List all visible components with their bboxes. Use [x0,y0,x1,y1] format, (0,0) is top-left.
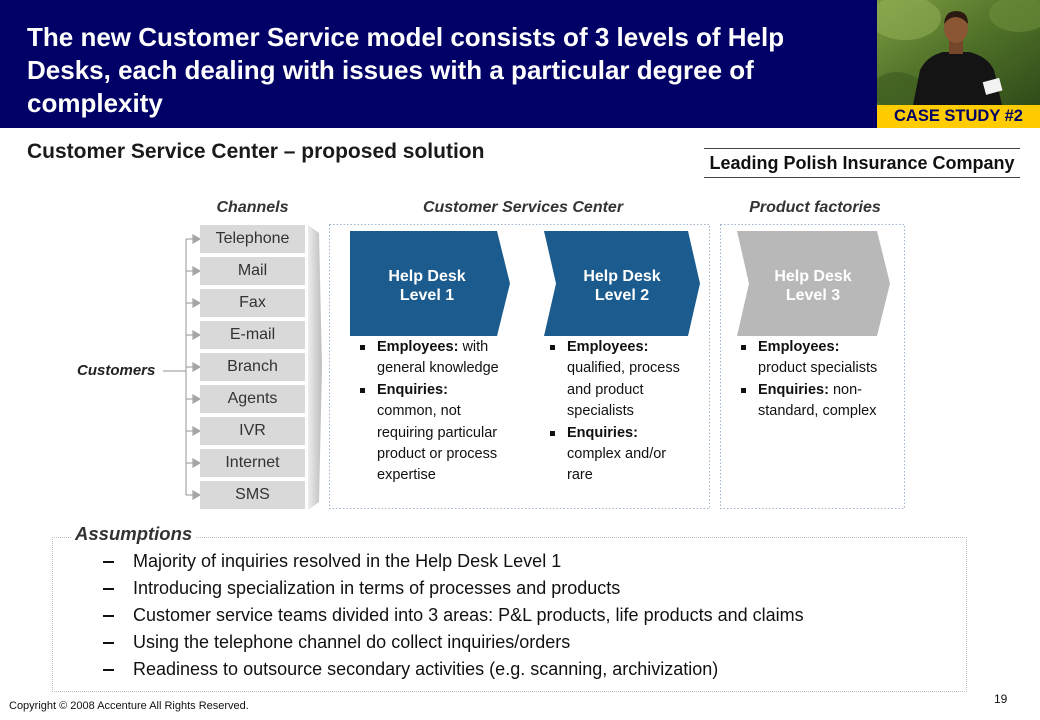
channel-arrow [186,361,202,373]
assumption-text: Readiness to outsource secondary activit… [133,659,719,679]
bullet-label: Enquiries: [567,424,638,441]
title-band: The new Customer Service model consists … [0,0,877,128]
assumption-text: Using the telephone channel do collect i… [133,632,571,652]
channel-mail: Mail [200,257,305,285]
help-desk-level-2: Help Desk Level 2 [544,231,700,336]
bullet-marker [360,387,365,393]
case-study-photo-image [877,0,1040,105]
bullet-marker [550,345,555,350]
copyright-notice: Copyright © 2008 Accenture All Rights Re… [9,700,249,712]
list-item: Using the telephone channel do collect i… [103,629,804,656]
product-factories-heading: Product factories [749,199,881,216]
dash-marker [103,642,114,644]
dash-marker [103,669,114,671]
help-desk-level-2-title: Help Desk [583,268,660,285]
help-desk-level-2-employees: Employees: qualified, process and produc… [550,337,688,423]
bullet-marker [550,430,555,436]
help-desk-level-3-employees: Employees: product specialists [741,337,886,380]
bullet-label: Employees: [377,339,459,355]
assumptions-frame [52,537,967,692]
bullet-label: Enquiries: [758,381,829,398]
bullet-label: Employees: [567,339,649,355]
dash-marker [103,615,114,617]
page-number: 19 [994,692,1008,706]
list-item: Majority of inquiries resolved in the He… [103,548,804,575]
help-desk-level-2-chevron [544,231,700,336]
channel-arrow [186,329,202,341]
list-item: Introducing specialization in terms of p… [103,575,804,602]
channels-heading: Channels [216,199,289,216]
bullet-text: complex and/or rare [567,446,667,484]
bullet-marker [741,345,746,350]
help-desk-level-1-chevron [350,231,510,336]
assumptions-list: Majority of inquiries resolved in the He… [103,548,804,683]
help-desk-level-3-level: Level 3 [786,287,840,304]
help-desk-level-1-details: Employees: with general knowledge Enquir… [360,337,505,487]
help-desk-level-3: Help Desk Level 3 [737,231,890,336]
channel-ivr: IVR [200,417,305,445]
channel-sms: SMS [200,481,305,509]
channel-branch: Branch [200,353,305,381]
help-desk-level-2-level: Level 2 [595,287,649,304]
channel-arrow [186,489,202,501]
customers-label: Customers [77,362,156,379]
bullet-marker [360,345,365,350]
assumption-text: Majority of inquiries resolved in the He… [133,551,562,571]
assumption-text: Introducing specialization in terms of p… [133,578,621,598]
help-desk-level-3-chevron [737,231,890,336]
assumption-text: Customer service teams divided into 3 ar… [133,605,804,625]
channel-connectors [163,233,202,501]
help-desk-level-3-details: Employees: product specialists Enquiries… [741,337,886,423]
dash-marker [103,588,114,590]
help-desk-level-3-title: Help Desk [774,268,851,285]
channel-arrow [186,393,202,405]
list-item: Readiness to outsource secondary activit… [103,656,804,683]
slide-title: The new Customer Service model consists … [27,22,785,118]
help-desk-level-1-level: Level 1 [400,287,454,304]
channel-arrow [186,233,202,245]
bullet-marker [741,387,746,393]
channel-arrow [186,265,202,277]
help-desk-level-2-details: Employees: qualified, process and produc… [550,337,688,487]
bullet-text: qualified, process and product specialis… [567,360,680,420]
client-name: Leading Polish Insurance Company [704,148,1020,178]
case-study-label: CASE STUDY #2 [877,105,1040,128]
channel-agents: Agents [200,385,305,413]
channels-merge-arrow [308,225,322,510]
channel-arrow [186,457,202,469]
dash-marker [103,561,114,563]
section-subtitle: Customer Service Center – proposed solut… [27,140,485,163]
customer-services-center-heading: Customer Services Center [422,199,624,216]
bullet-text: product specialists [758,360,878,377]
case-study-photo [877,0,1040,105]
bullet-label: Employees: [758,339,840,355]
channel-email: E-mail [200,321,305,349]
channel-internet: Internet [200,449,305,477]
bullet-text: with general knowledge [377,339,499,377]
channel-fax: Fax [200,289,305,317]
help-desk-level-1-employees: Employees: with general knowledge [360,337,505,380]
list-item: Customer service teams divided into 3 ar… [103,602,804,629]
bullet-label: Enquiries: [377,381,448,398]
bullet-text: common, not requiring particular product… [377,403,498,484]
help-desk-level-3-enquiries: Enquiries: non-standard, complex [741,380,886,423]
help-desk-level-1-enquiries: Enquiries: common, not requiring particu… [360,380,505,487]
bullet-text: non-standard, complex [758,381,877,420]
help-desk-level-1-title: Help Desk [388,268,465,285]
channel-telephone: Telephone [200,225,305,253]
channel-arrow [186,297,202,309]
help-desk-level-2-enquiries: Enquiries: complex and/or rare [550,423,688,487]
assumptions-heading: Assumptions [71,522,197,546]
channel-arrow [186,425,202,437]
help-desk-level-1: Help Desk Level 1 [350,231,510,336]
